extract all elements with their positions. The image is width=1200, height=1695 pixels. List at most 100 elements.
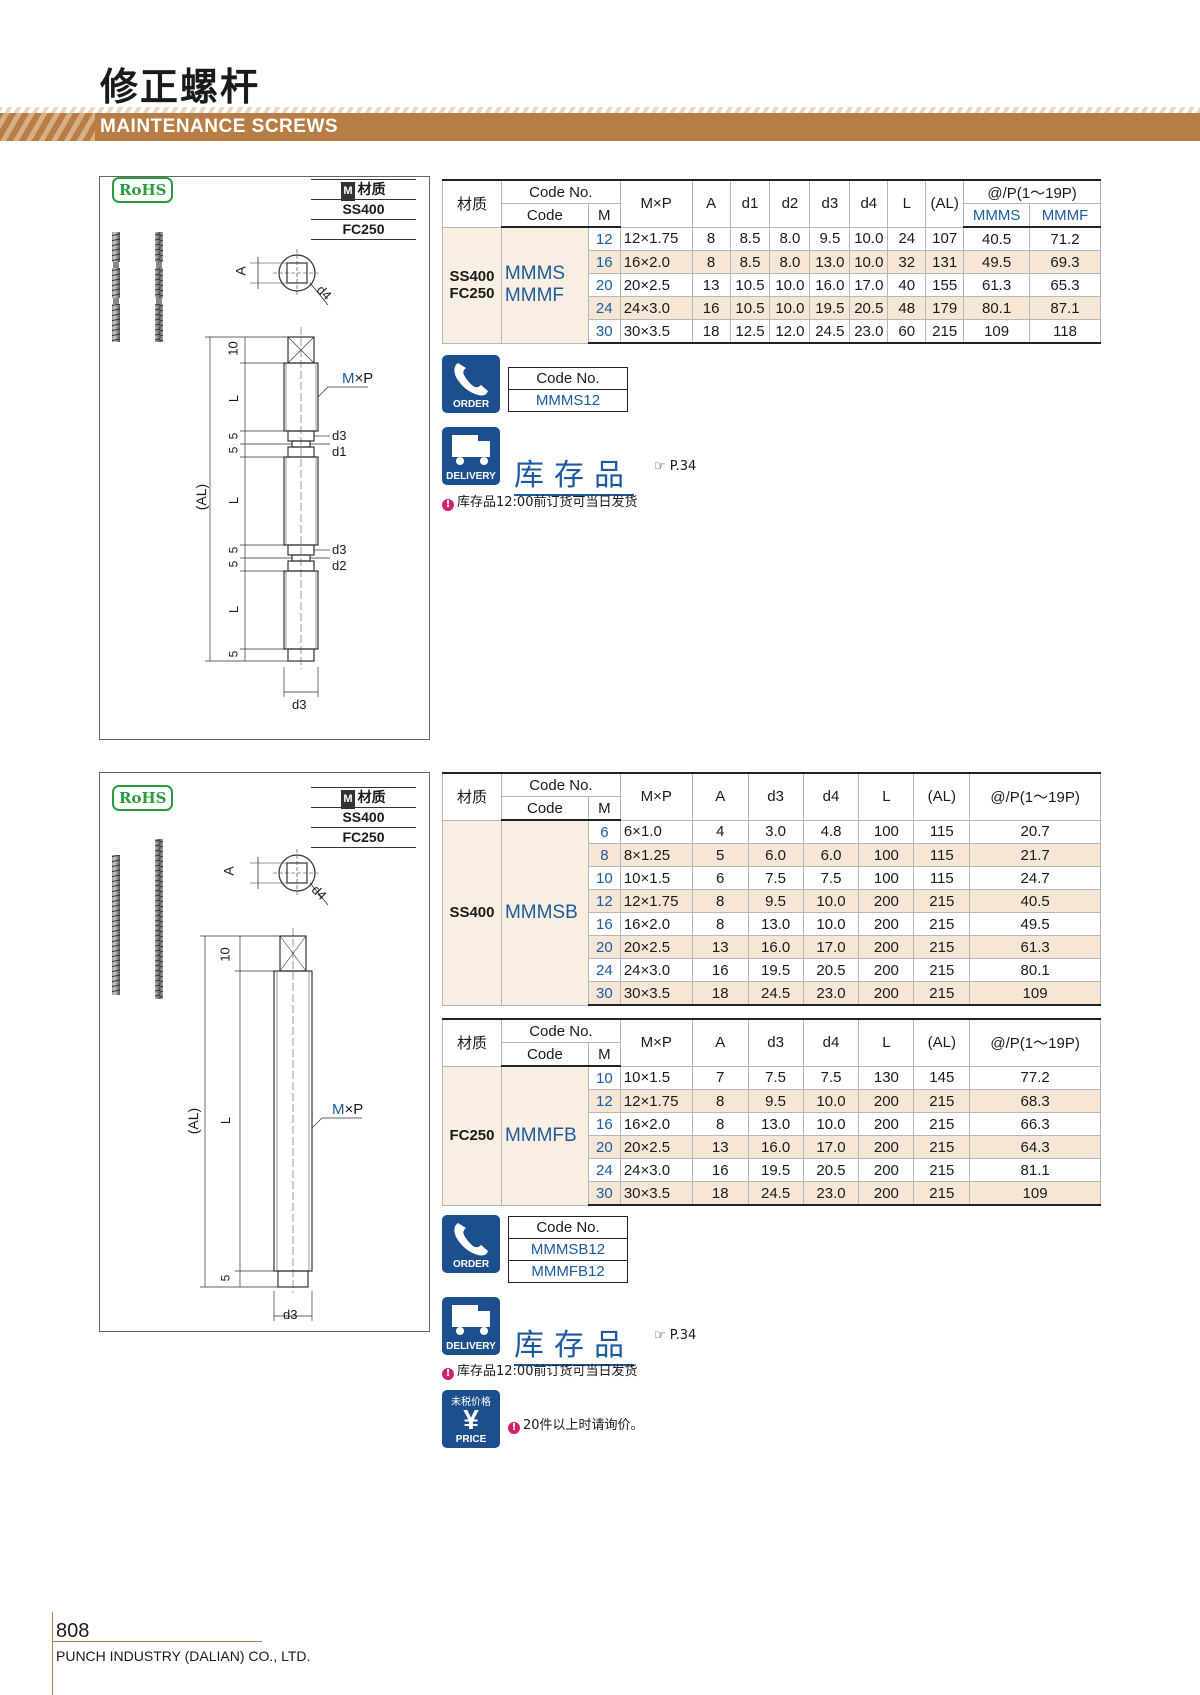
- table-cell: 66.3: [969, 1112, 1101, 1136]
- table-cell: 16: [587, 912, 621, 936]
- table-cell: 10×1.5: [619, 866, 693, 890]
- dim-d2: d2: [332, 558, 347, 573]
- table-cell: 8×1.25: [619, 843, 693, 867]
- table-cell: 30×3.5: [619, 981, 693, 1006]
- table-cell: 100: [858, 866, 915, 890]
- dim-5d: 5: [226, 560, 241, 568]
- dim-al: (AL): [193, 483, 210, 511]
- delivery-badge-1: DELIVERY: [442, 427, 500, 485]
- table-cell: 115: [913, 843, 971, 867]
- table-cell: 81.1: [969, 1158, 1101, 1182]
- dimension-lines-1: [205, 336, 368, 697]
- table-cell: 13: [691, 273, 731, 297]
- table-cell: 179: [925, 296, 965, 320]
- dim-10: 10: [225, 341, 241, 356]
- table-cell: 30×3.5: [619, 1181, 693, 1206]
- table-cell: 10.0: [802, 1112, 860, 1136]
- col-mxp: M×P: [619, 179, 693, 228]
- table-cell: 24: [887, 226, 927, 251]
- dim-5e: 5: [226, 650, 241, 658]
- table-cell: 12×1.75: [619, 889, 693, 913]
- material-fc250: FC250: [311, 828, 416, 848]
- table-cell: 12: [587, 889, 621, 913]
- dim-a: A: [220, 866, 237, 876]
- table-cell: 215: [913, 981, 971, 1006]
- table-cell: 24.5: [809, 319, 851, 344]
- table-cell: 13: [691, 935, 749, 959]
- col-code-no: Code No.: [500, 772, 621, 797]
- col-d4: d4: [802, 772, 860, 821]
- table-cell: 8.0: [769, 226, 811, 251]
- table-cell: 200: [858, 981, 915, 1006]
- table-cell: 215: [913, 1089, 971, 1113]
- material-fc250: FC250: [311, 220, 416, 240]
- table-cell: 115: [913, 866, 971, 890]
- col-code-no: Code No.: [500, 179, 621, 204]
- col-d3: d3: [809, 179, 851, 228]
- table-cell: 8: [691, 226, 731, 251]
- dim-mxp: M×P: [332, 1101, 364, 1118]
- table-cell: 23.0: [802, 1181, 860, 1206]
- table-cell: 40.5: [969, 889, 1101, 913]
- table-cell: 68.3: [969, 1089, 1101, 1113]
- dim-l: L: [218, 1116, 234, 1125]
- table-cell: 6: [587, 819, 621, 844]
- table-cell: 10.0: [802, 1089, 860, 1113]
- footer-rule-horizontal: [52, 1641, 262, 1642]
- table-cell: 20×2.5: [619, 935, 693, 959]
- table-cell: 24.7: [969, 866, 1101, 890]
- screw-side-view-2: [273, 928, 313, 1293]
- col-al: (AL): [913, 1018, 971, 1067]
- dim-d1: d1: [332, 444, 347, 459]
- table-cell: 30: [587, 981, 621, 1006]
- table-cell: 30: [587, 1181, 621, 1206]
- screw-drawing-2: [112, 839, 362, 1321]
- truck-icon: [452, 1305, 490, 1335]
- table-cell: 7.5: [747, 866, 804, 890]
- table-cell: 109: [969, 981, 1101, 1006]
- table-cell: 20×2.5: [619, 273, 693, 297]
- dim-d3-bottom: d3: [292, 697, 307, 712]
- dim-d3-a: d3: [332, 428, 347, 443]
- header-bar: [0, 113, 1200, 141]
- table-cell: 200: [858, 1158, 915, 1182]
- table-cell: 10.0: [849, 250, 889, 274]
- table-cell: 215: [925, 319, 965, 344]
- table-cell: 80.1: [969, 958, 1101, 982]
- stock-note-1: !库存品12:00前订货可当日发货: [442, 491, 637, 511]
- table-cell: 65.3: [1029, 273, 1101, 297]
- stock-label-2: 库存品: [514, 1320, 634, 1366]
- table-cell: 49.5: [963, 250, 1031, 274]
- price-note: !20件以上时请询价。: [508, 1414, 644, 1434]
- table-cell: 10: [587, 866, 621, 890]
- table-cell: 16×2.0: [619, 250, 693, 274]
- col-al: (AL): [913, 772, 971, 821]
- table-cell: 10×1.5: [619, 1065, 693, 1090]
- order-code-box-2: Code No. MMMSB12 MMMFB12: [508, 1216, 628, 1283]
- table-cell: 215: [913, 1181, 971, 1206]
- order-badge-1: ORDER: [442, 355, 500, 413]
- table-cell: 13: [691, 1135, 749, 1159]
- company-name: PUNCH INDUSTRY (DALIAN) CO., LTD.: [56, 1648, 311, 1664]
- table-cell: 10.0: [769, 273, 811, 297]
- dim-5a: 5: [226, 432, 241, 440]
- price-badge: 未税价格 ¥ PRICE: [442, 1390, 500, 1448]
- page-subtitle: MAINTENANCE SCREWS: [100, 116, 339, 137]
- dim-l-3: L: [226, 605, 242, 614]
- col-price: @/P(1～19P): [969, 772, 1101, 821]
- table-cell: 19.5: [747, 958, 804, 982]
- table-cell: 130: [858, 1065, 915, 1090]
- table-cell: 20.5: [802, 958, 860, 982]
- col-m: M: [587, 1042, 621, 1067]
- table-cell: 12: [587, 226, 621, 251]
- table-cell: 10.0: [802, 912, 860, 936]
- table-cell: 60: [887, 319, 927, 344]
- table-cell: 8: [691, 912, 749, 936]
